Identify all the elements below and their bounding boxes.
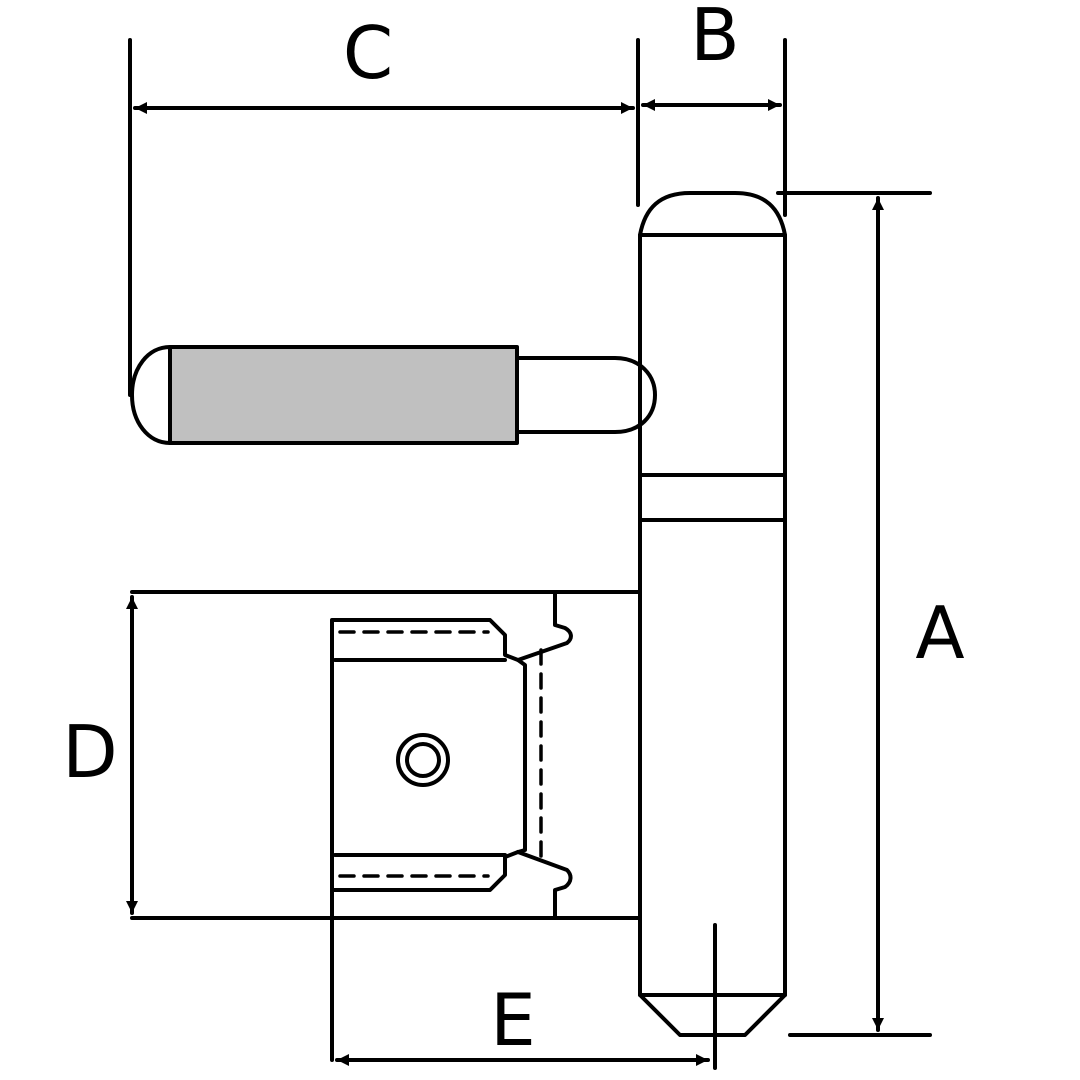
plate-outline-left [330, 618, 527, 1062]
leaf-notch-bottom [516, 850, 573, 918]
pin-sleeve [168, 345, 519, 445]
hinge-leaf [130, 590, 642, 920]
dimension-b-label: B [690, 0, 739, 77]
dimension-d-label: D [62, 710, 117, 794]
dimension-c-label: C [343, 11, 393, 95]
dimension-e [335, 923, 717, 1070]
hinge-pin [130, 345, 657, 445]
barrel-top-cap [638, 191, 787, 237]
pin-rounded-end [130, 345, 172, 445]
hinge-barrel [638, 191, 787, 1037]
barrel-body [638, 233, 787, 1037]
dimension-a [776, 191, 932, 1037]
leaf-notch-top [516, 592, 573, 662]
screw-head-outer [396, 733, 450, 787]
dimension-b [636, 38, 787, 217]
pin-shaft [515, 356, 657, 434]
screw-head-inner [405, 742, 441, 778]
dimension-e-label: E [490, 978, 536, 1062]
dimension-a-label: A [915, 591, 964, 675]
fixing-plate [330, 618, 543, 1062]
dimension-c [128, 38, 635, 397]
